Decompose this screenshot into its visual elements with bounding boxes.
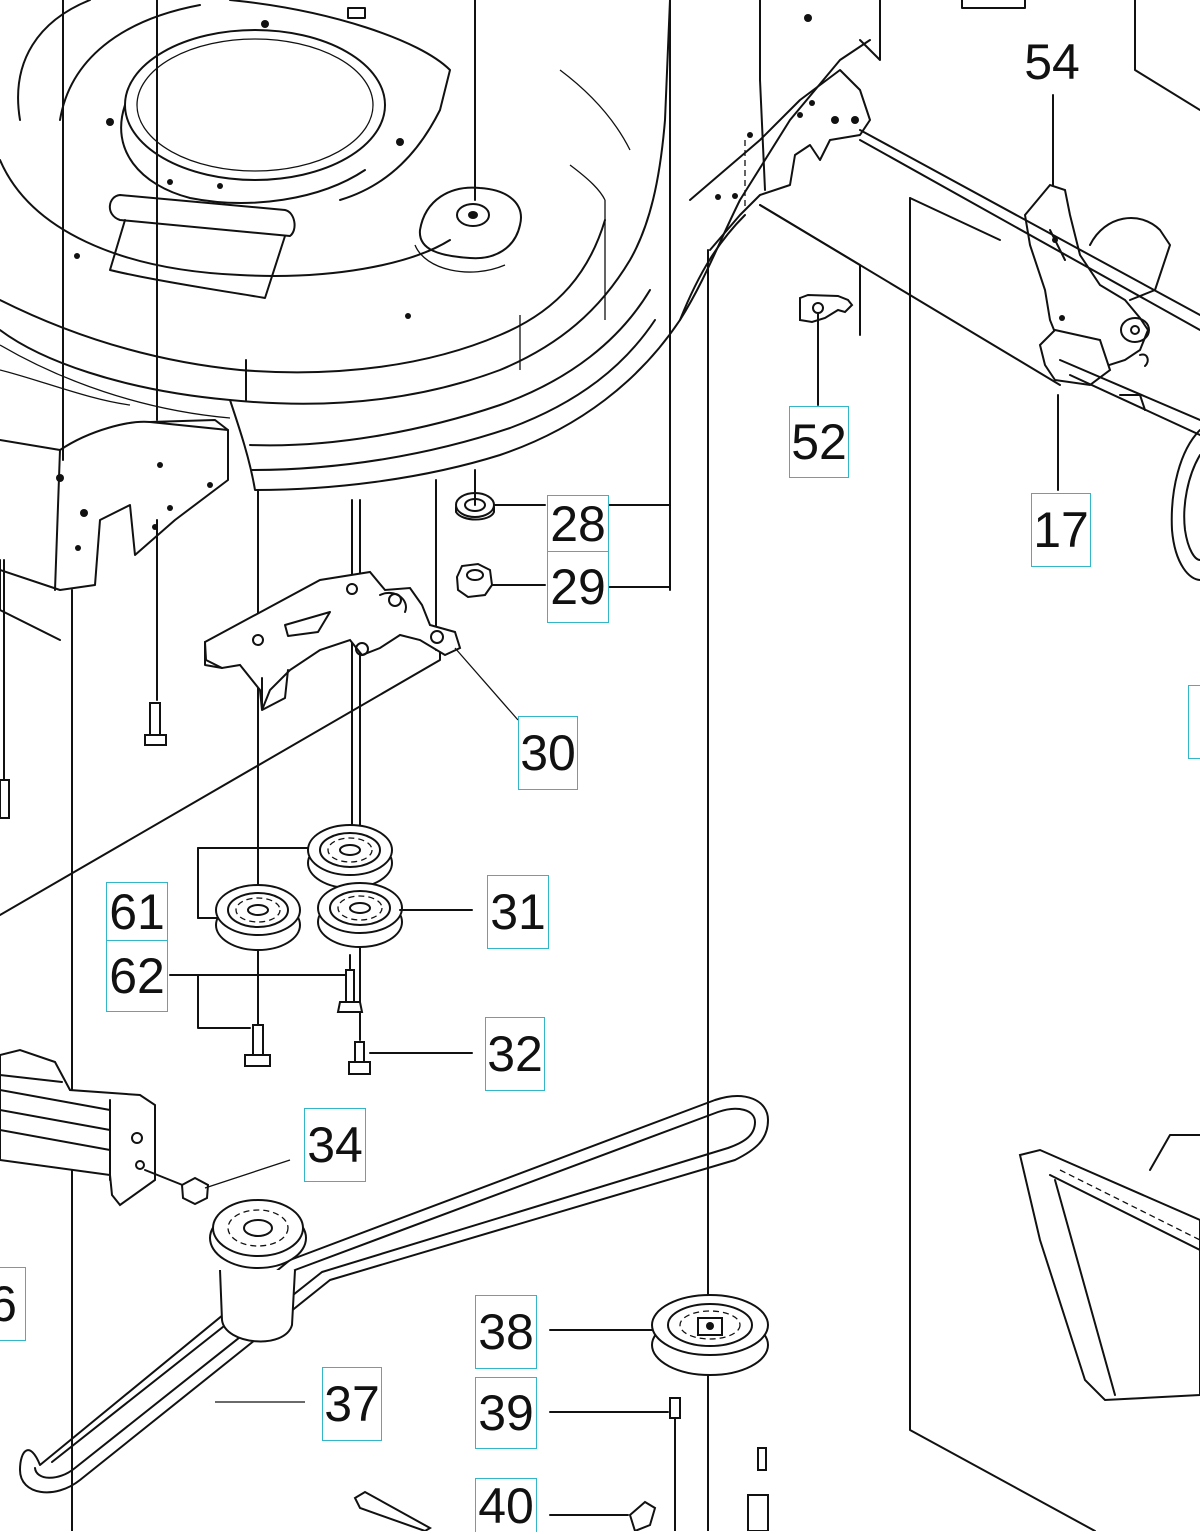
- partial-callout-right: [1188, 685, 1200, 759]
- item-40-parts: [353, 1417, 769, 1531]
- engine-pulley: [209, 1199, 307, 1343]
- grass-catcher: [1018, 1134, 1200, 1402]
- callout-17: 17: [1031, 493, 1091, 567]
- callout-30: 30: [518, 716, 578, 790]
- callout-62: 62: [106, 940, 168, 1012]
- callout-leaders: [169, 504, 671, 1516]
- callout-28: 28: [547, 495, 609, 553]
- frame-lines: [0, 197, 1096, 1531]
- bracket-34: [0, 1048, 291, 1207]
- bolts: [0, 702, 767, 1471]
- belt-37: [19, 1095, 769, 1494]
- callout-6: 6: [0, 1267, 26, 1341]
- callout-38: 38: [475, 1295, 537, 1369]
- callout-32: 32: [485, 1017, 545, 1091]
- callout-34: 34: [304, 1108, 366, 1182]
- pulley-upper: [307, 824, 393, 889]
- callout-61: 61: [106, 882, 168, 942]
- callout-39: 39: [475, 1377, 537, 1449]
- wheel: [1170, 429, 1200, 581]
- pulley-38: [651, 1294, 769, 1376]
- nut-29: [455, 562, 494, 599]
- callout-52: 52: [789, 406, 849, 478]
- pulley-31: [317, 882, 403, 948]
- pulley-61: [215, 884, 301, 951]
- callout-37: 37: [322, 1367, 382, 1441]
- height-adjuster-54: [859, 94, 1200, 491]
- callout-29: 29: [547, 551, 609, 623]
- callout-40: 40: [475, 1478, 537, 1532]
- callout-31: 31: [487, 875, 549, 949]
- bracket-30: [203, 570, 519, 721]
- mower-deck: [0, 0, 1200, 591]
- callout-54: 54: [1018, 32, 1086, 92]
- clip-52: [799, 293, 854, 406]
